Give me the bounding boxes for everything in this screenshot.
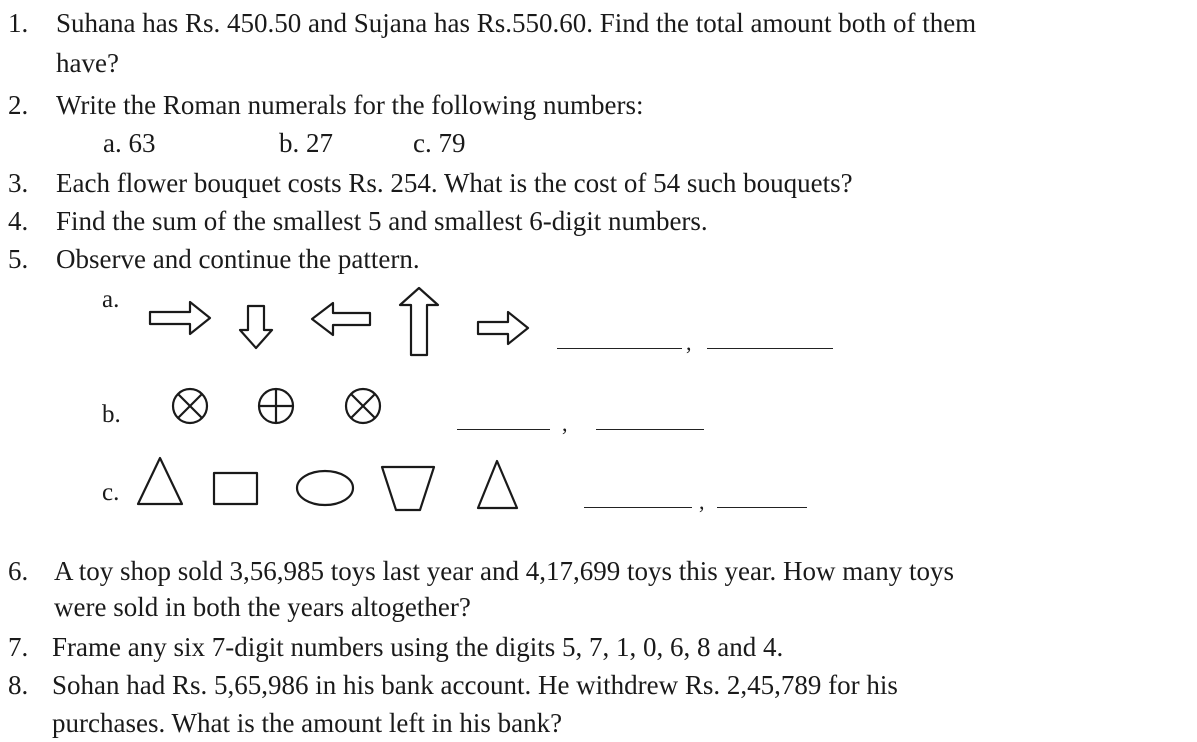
question-number: 4. (8, 206, 29, 236)
circle-plus-icon (257, 387, 295, 425)
arrow-right-icon (148, 300, 212, 336)
inverted-trapezium-icon (380, 465, 436, 512)
answer-blank-a1[interactable] (557, 348, 682, 349)
oval-icon (295, 469, 355, 507)
roman-part-b: b. 27 (279, 128, 333, 158)
question-text: Write the Roman numerals for the followi… (56, 90, 644, 120)
question-number: 5. (8, 244, 29, 274)
arrow-up-icon (398, 286, 440, 357)
question-text-continued: purchases. What is the amount left in hi… (52, 708, 563, 738)
question-number: 1. (8, 8, 29, 38)
question-text: Observe and continue the pattern. (56, 244, 420, 274)
blank-separator: , (699, 489, 705, 514)
circle-times-icon (344, 387, 382, 425)
question-text-continued: have? (56, 48, 119, 78)
roman-part-c: c. 79 (413, 128, 466, 158)
answer-blank-c2[interactable] (717, 507, 807, 508)
question-number: 3. (8, 168, 29, 198)
question-text: Find the sum of the smallest 5 and small… (56, 206, 708, 236)
question-text: A toy shop sold 3,56,985 toys last year … (54, 556, 954, 586)
triangle-icon (136, 456, 184, 506)
answer-blank-c1[interactable] (584, 507, 692, 508)
pattern-label-b: b. (102, 401, 121, 428)
question-number: 6. (8, 556, 29, 586)
question-number: 7. (8, 632, 29, 662)
question-number: 8. (8, 670, 29, 700)
pattern-label-c: c. (102, 479, 120, 506)
square-icon (212, 471, 259, 506)
question-number: 2. (8, 90, 29, 120)
arrow-right-icon (476, 310, 530, 346)
answer-blank-b1[interactable] (457, 429, 550, 430)
question-text: Sohan had Rs. 5,65,986 in his bank accou… (52, 670, 898, 700)
circle-times-icon (171, 387, 209, 425)
question-text-continued: were sold in both the years altogether? (54, 592, 471, 622)
question-text: Frame any six 7-digit numbers using the … (52, 632, 784, 662)
arrow-left-icon (310, 301, 372, 337)
answer-blank-a2[interactable] (707, 348, 833, 349)
triangle-icon (476, 459, 519, 510)
blank-separator: , (686, 330, 692, 355)
blank-separator: , (562, 411, 568, 436)
pattern-label-a: a. (102, 286, 120, 313)
answer-blank-b2[interactable] (596, 429, 704, 430)
arrow-down-icon (238, 304, 274, 350)
roman-part-a: a. 63 (103, 128, 156, 158)
question-text: Each flower bouquet costs Rs. 254. What … (56, 168, 853, 198)
question-text: Suhana has Rs. 450.50 and Sujana has Rs.… (56, 8, 977, 38)
